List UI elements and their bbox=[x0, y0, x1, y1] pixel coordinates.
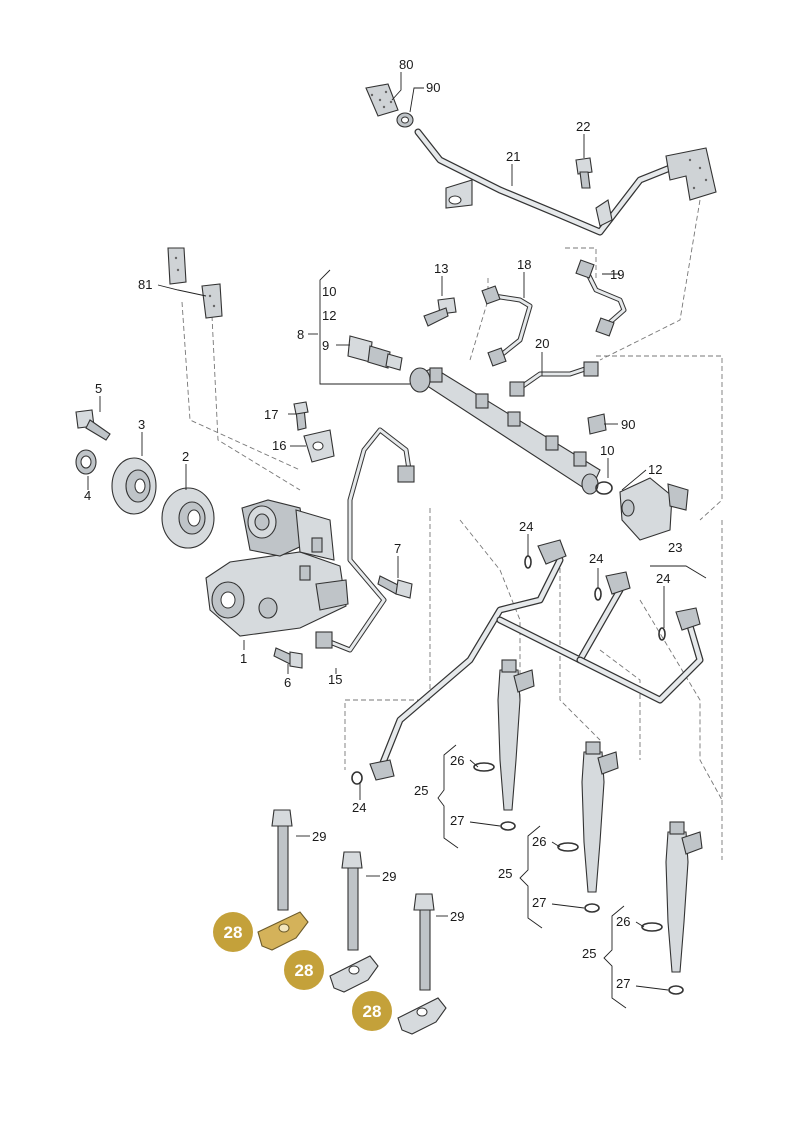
washer-4 bbox=[75, 449, 97, 475]
return-pipe-21 bbox=[414, 128, 717, 236]
label-27-c: 27 bbox=[616, 976, 630, 991]
sprocket-3 bbox=[111, 457, 157, 515]
label-15: 15 bbox=[328, 672, 342, 687]
label-12-top: 12 bbox=[322, 308, 336, 323]
label-26-b: 26 bbox=[532, 834, 546, 849]
label-29-a: 29 bbox=[312, 829, 326, 844]
label-1: 1 bbox=[240, 651, 247, 666]
pressure-sensor-9 bbox=[347, 335, 403, 371]
label-24-a: 24 bbox=[519, 519, 533, 534]
label-90-rail: 90 bbox=[621, 417, 635, 432]
return-hose-80 bbox=[365, 83, 399, 117]
badge-28-a-label: 28 bbox=[224, 923, 243, 942]
label-17: 17 bbox=[264, 407, 278, 422]
badge-28-a[interactable]: 28 bbox=[213, 912, 253, 952]
seals-24 bbox=[351, 555, 666, 785]
assembly-dash-lines bbox=[181, 199, 723, 860]
badge-28-b-label: 28 bbox=[295, 961, 314, 980]
fuel-rail-8 bbox=[409, 367, 601, 495]
label-4: 4 bbox=[84, 488, 91, 503]
badge-28-b[interactable]: 28 bbox=[284, 950, 324, 990]
bracket-16 bbox=[303, 429, 335, 463]
clamping-claw-28-b bbox=[329, 955, 379, 993]
high-pressure-pump-1 bbox=[205, 499, 349, 637]
label-19: 19 bbox=[610, 267, 624, 282]
injector-25-c bbox=[665, 821, 703, 973]
label-9: 9 bbox=[322, 338, 329, 353]
label-26-c: 26 bbox=[616, 914, 630, 929]
label-27-a: 27 bbox=[450, 813, 464, 828]
label-7: 7 bbox=[394, 541, 401, 556]
label-12-lower: 12 bbox=[648, 462, 662, 477]
label-20: 20 bbox=[535, 336, 549, 351]
badge-28-c-label: 28 bbox=[363, 1002, 382, 1021]
bolts-29 bbox=[271, 809, 435, 991]
label-25-a: 25 bbox=[414, 783, 428, 798]
label-13: 13 bbox=[434, 261, 448, 276]
label-8: 8 bbox=[297, 327, 304, 342]
label-24-d: 24 bbox=[352, 800, 366, 815]
label-16: 16 bbox=[272, 438, 286, 453]
seal-10-lower bbox=[595, 481, 613, 495]
label-10-top: 10 bbox=[322, 284, 336, 299]
injector-25-b bbox=[581, 741, 619, 893]
label-18: 18 bbox=[517, 257, 531, 272]
leak-off-line-23 bbox=[369, 539, 704, 781]
leader-lines bbox=[87, 72, 707, 1009]
label-29-b: 29 bbox=[382, 869, 396, 884]
label-3: 3 bbox=[138, 417, 145, 432]
label-80: 80 bbox=[399, 57, 413, 72]
valve-12 bbox=[619, 477, 689, 541]
label-6: 6 bbox=[284, 675, 291, 690]
label-22: 22 bbox=[576, 119, 590, 134]
o-rings-26 bbox=[473, 762, 663, 932]
bolt-22 bbox=[575, 157, 593, 189]
bolt-13 bbox=[423, 297, 457, 327]
label-27-b: 27 bbox=[532, 895, 546, 910]
hoses-81 bbox=[167, 247, 223, 319]
bolt-5 bbox=[75, 409, 111, 441]
label-24-c: 24 bbox=[656, 571, 670, 586]
label-26-a: 26 bbox=[450, 753, 464, 768]
seals-27 bbox=[500, 821, 684, 995]
label-25-c: 25 bbox=[582, 946, 596, 961]
hub-2 bbox=[161, 487, 215, 549]
label-5: 5 bbox=[95, 381, 102, 396]
injector-25-a bbox=[497, 659, 535, 811]
pressure-pipe-15 bbox=[315, 427, 415, 653]
label-29-c: 29 bbox=[450, 909, 464, 924]
pipe-20 bbox=[509, 361, 599, 397]
hose-clamp-90-top bbox=[396, 112, 414, 128]
label-10-lower: 10 bbox=[600, 443, 614, 458]
pipe-18 bbox=[481, 285, 533, 367]
label-23: 23 bbox=[668, 540, 682, 555]
label-81: 81 bbox=[138, 277, 152, 292]
bolt-6 bbox=[273, 647, 303, 669]
label-2: 2 bbox=[182, 449, 189, 464]
label-21: 21 bbox=[506, 149, 520, 164]
label-90-top: 90 bbox=[426, 80, 440, 95]
clamp-90-rail bbox=[587, 413, 607, 435]
pipe-19 bbox=[575, 259, 627, 337]
badge-28-c[interactable]: 28 bbox=[352, 991, 392, 1031]
label-24-b: 24 bbox=[589, 551, 603, 566]
part-labels: 80 90 22 21 13 18 19 81 10 12 8 9 20 5 3… bbox=[84, 57, 682, 991]
bolt-17 bbox=[293, 401, 309, 431]
clamping-claw-28-c bbox=[397, 997, 447, 1035]
clamping-claw-28-a bbox=[257, 911, 309, 951]
bolt-7 bbox=[377, 575, 413, 599]
label-25-b: 25 bbox=[498, 866, 512, 881]
